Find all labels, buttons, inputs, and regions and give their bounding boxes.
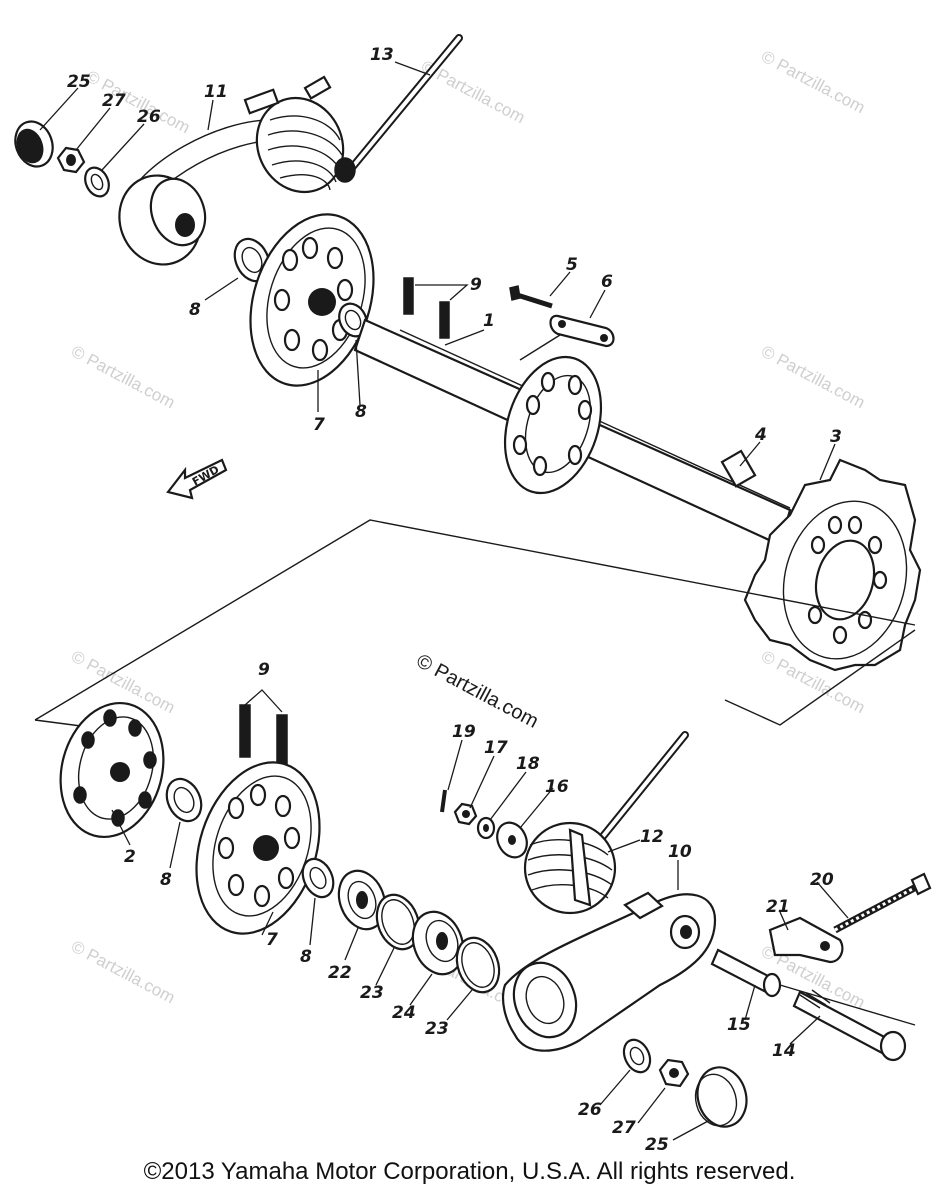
callout-11: 11 bbox=[204, 82, 228, 102]
forward-direction-arrow: FWD bbox=[166, 458, 228, 500]
bracket-21 bbox=[768, 916, 844, 964]
callout-12: 12 bbox=[640, 827, 664, 847]
callout-13: 13 bbox=[370, 45, 394, 65]
snap-ring-23 bbox=[455, 936, 501, 994]
rod-13 bbox=[346, 34, 463, 174]
hub-disc bbox=[503, 355, 603, 495]
callout-8: 8 bbox=[160, 870, 172, 890]
watermark: © Partzilla.com bbox=[68, 937, 178, 1008]
watermark: © Partzilla.com bbox=[758, 47, 868, 118]
washer-18 bbox=[476, 816, 496, 840]
callout-labels: 25 27 26 11 13 8 7 8 9 1 5 6 4 3 9 2 8 7… bbox=[67, 45, 842, 1155]
pins-9 bbox=[403, 277, 450, 339]
callout-5: 5 bbox=[566, 255, 578, 275]
bolt-5 bbox=[509, 285, 553, 309]
callout-19: 19 bbox=[452, 722, 476, 742]
collar-4 bbox=[720, 449, 757, 488]
bolt-19 bbox=[440, 789, 447, 813]
shaft-15 bbox=[710, 948, 782, 998]
callout-14: 14 bbox=[772, 1041, 796, 1061]
callout-25: 25 bbox=[67, 72, 91, 92]
hub-2 bbox=[59, 701, 165, 839]
callout-9: 9 bbox=[470, 275, 482, 295]
wheel-7 bbox=[195, 761, 321, 935]
plate-6 bbox=[549, 314, 615, 348]
washer-26 bbox=[84, 166, 110, 198]
callout-3: 3 bbox=[830, 427, 842, 447]
bearing-24 bbox=[411, 910, 465, 976]
leader-lines bbox=[39, 61, 849, 1141]
watermark: © Partzilla.com bbox=[68, 342, 178, 413]
callout-17: 17 bbox=[484, 738, 508, 758]
callout-24: 24 bbox=[392, 1003, 416, 1023]
callout-23: 23 bbox=[425, 1019, 449, 1039]
callout-8: 8 bbox=[189, 300, 201, 320]
washer-16 bbox=[496, 821, 528, 859]
sprocket-3 bbox=[743, 458, 922, 672]
callout-15: 15 bbox=[727, 1015, 751, 1035]
arm-10 bbox=[501, 891, 717, 1052]
bearing-22 bbox=[337, 869, 387, 931]
rod bbox=[596, 731, 689, 844]
callout-16: 16 bbox=[545, 777, 569, 797]
spacer-8 bbox=[165, 777, 203, 823]
callout-18: 18 bbox=[516, 754, 540, 774]
callout-4: 4 bbox=[754, 425, 767, 445]
callout-22: 22 bbox=[328, 963, 352, 983]
center-watermark: © Partzilla.com bbox=[413, 650, 542, 733]
callout-8: 8 bbox=[300, 947, 312, 967]
callout-6: 6 bbox=[601, 272, 613, 292]
callout-21: 21 bbox=[766, 897, 790, 917]
cap-nut-25 bbox=[14, 120, 54, 168]
callout-25: 25 bbox=[645, 1135, 669, 1155]
callout-7: 7 bbox=[266, 930, 278, 950]
callout-8: 8 bbox=[355, 402, 367, 422]
callout-26: 26 bbox=[137, 107, 161, 127]
callout-7: 7 bbox=[313, 415, 325, 435]
callout-27: 27 bbox=[612, 1118, 636, 1138]
wheel-7 bbox=[249, 213, 375, 387]
cap-25 bbox=[694, 1066, 748, 1128]
callout-23: 23 bbox=[360, 983, 384, 1003]
spacer-8 bbox=[301, 857, 335, 899]
callout-26: 26 bbox=[578, 1100, 602, 1120]
callout-27: 27 bbox=[102, 91, 126, 111]
bolt-20 bbox=[833, 872, 932, 934]
watermark: © Partzilla.com bbox=[758, 342, 868, 413]
nut-17 bbox=[453, 802, 478, 826]
copyright-notice: ©2013 Yamaha Motor Corporation, U.S.A. A… bbox=[143, 1158, 796, 1185]
callout-1: 1 bbox=[483, 311, 495, 331]
snap-ring-23 bbox=[375, 893, 421, 951]
washer-26 bbox=[622, 1038, 652, 1074]
callout-2: 2 bbox=[124, 847, 136, 867]
nut-27 bbox=[658, 1058, 690, 1088]
callout-20: 20 bbox=[810, 870, 834, 890]
pins-9 bbox=[239, 704, 288, 768]
spring-12 bbox=[523, 821, 617, 915]
nut-27 bbox=[56, 146, 86, 174]
bolt-14 bbox=[779, 984, 916, 1062]
spring-11 bbox=[118, 75, 356, 266]
callout-10: 10 bbox=[668, 842, 692, 862]
callout-9: 9 bbox=[258, 660, 270, 680]
